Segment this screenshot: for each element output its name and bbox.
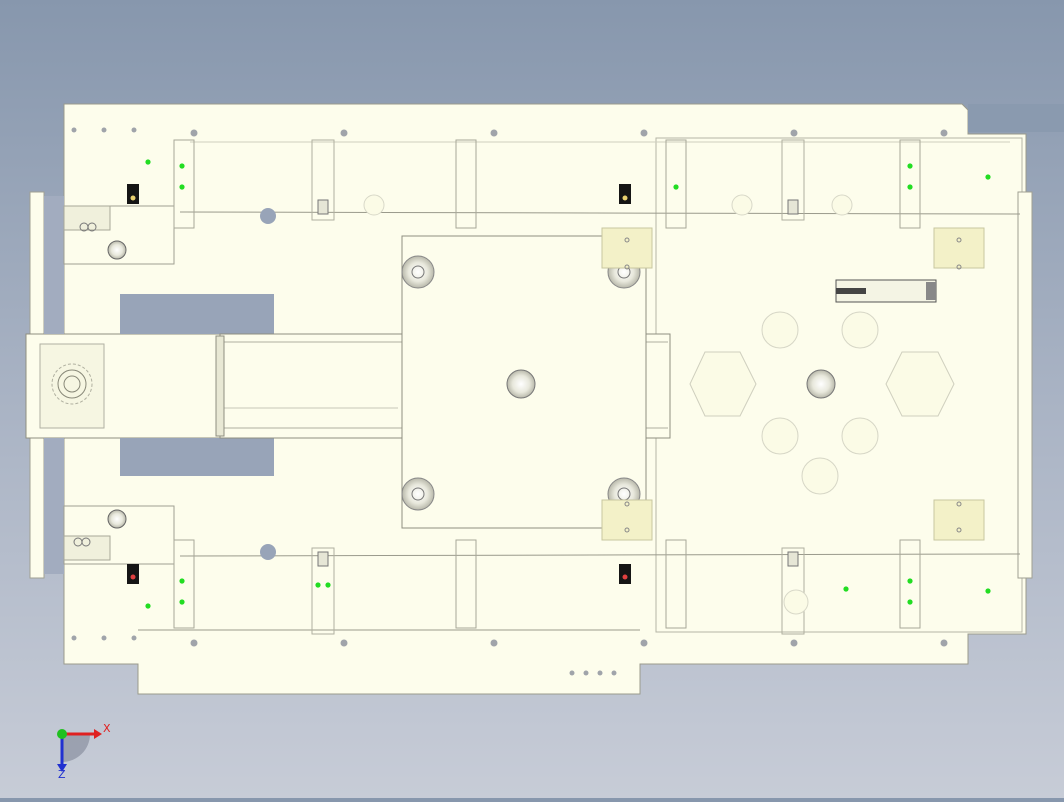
pocket-1 <box>761 311 799 349</box>
cutout-small-ul <box>44 196 64 334</box>
screw-ul-b <box>87 222 97 232</box>
block-ul-slot <box>63 205 111 231</box>
side-rail-lm <box>455 539 477 629</box>
left-end-inner <box>39 343 105 429</box>
guide-block-br[interactable] <box>933 499 985 541</box>
post-top-1 <box>311 139 335 221</box>
side-rail-lm2 <box>665 539 687 629</box>
post-top-2 <box>781 139 805 221</box>
pocket-5 <box>801 457 839 495</box>
cylinder-head <box>926 282 936 300</box>
screw-ll-b <box>81 537 91 547</box>
bore-ll <box>107 509 127 529</box>
cutout-upper-left <box>120 294 274 334</box>
side-rail-um <box>455 139 477 229</box>
end-cap-outer <box>57 369 87 399</box>
right-edge-rail <box>1017 191 1033 579</box>
right-center-bore <box>806 369 836 399</box>
pocket-4 <box>841 417 879 455</box>
clamp-bot-2 <box>787 551 799 567</box>
sensor-units <box>127 184 631 584</box>
pocket-2 <box>841 311 879 349</box>
carriage-center-bore <box>506 369 536 399</box>
z-axis-label: Z <box>58 768 66 781</box>
clamp-top-2 <box>787 199 799 215</box>
side-rail-lr <box>899 539 921 629</box>
bolt-holes <box>71 127 948 676</box>
washer-hole-bl <box>411 487 425 501</box>
x-axis-label: X <box>103 722 111 735</box>
opening-6 <box>783 589 809 615</box>
hex-pocket-left <box>689 351 757 417</box>
side-rail-ur <box>899 139 921 229</box>
opening-1 <box>260 208 276 224</box>
cutout-lower-left <box>120 438 274 476</box>
bore-ul <box>107 240 127 260</box>
guide-block-tr[interactable] <box>933 227 985 269</box>
end-cap-inner <box>63 375 81 393</box>
x-axis-head <box>94 729 102 739</box>
post-bot-1 <box>311 547 335 635</box>
triad-shadow <box>62 734 90 762</box>
opening-4 <box>831 194 853 216</box>
washer-hole-tl <box>411 265 425 279</box>
carriage-washer-bl <box>401 477 435 511</box>
axis-triad: X Z <box>57 722 111 781</box>
guide-holes <box>624 237 962 533</box>
cylinder-rod <box>836 288 866 294</box>
block-ll-slot <box>63 535 111 561</box>
guide-block-tl[interactable] <box>601 227 653 269</box>
clamp-top-1 <box>317 199 329 215</box>
post-bot-2 <box>781 547 805 635</box>
opening-3 <box>731 194 753 216</box>
side-rail-um2 <box>665 139 687 229</box>
hex-pocket-right <box>885 351 955 417</box>
y-axis-dot <box>57 729 67 739</box>
rail-end-left <box>215 335 225 437</box>
carriage-washer-tl <box>401 255 435 289</box>
pocket-3 <box>761 417 799 455</box>
opening-2 <box>260 544 276 560</box>
green-markers <box>145 159 991 609</box>
end-cap-dashed <box>51 363 93 405</box>
side-rail-ll <box>173 539 195 629</box>
side-rail-ul <box>173 139 195 229</box>
guide-block-bl[interactable] <box>601 499 653 541</box>
cutout-small-ll <box>44 438 64 574</box>
z-axis-head <box>57 764 67 772</box>
clamp-bot-1 <box>317 551 329 567</box>
cutout-right-top <box>968 104 1064 132</box>
opening-5 <box>363 194 385 216</box>
